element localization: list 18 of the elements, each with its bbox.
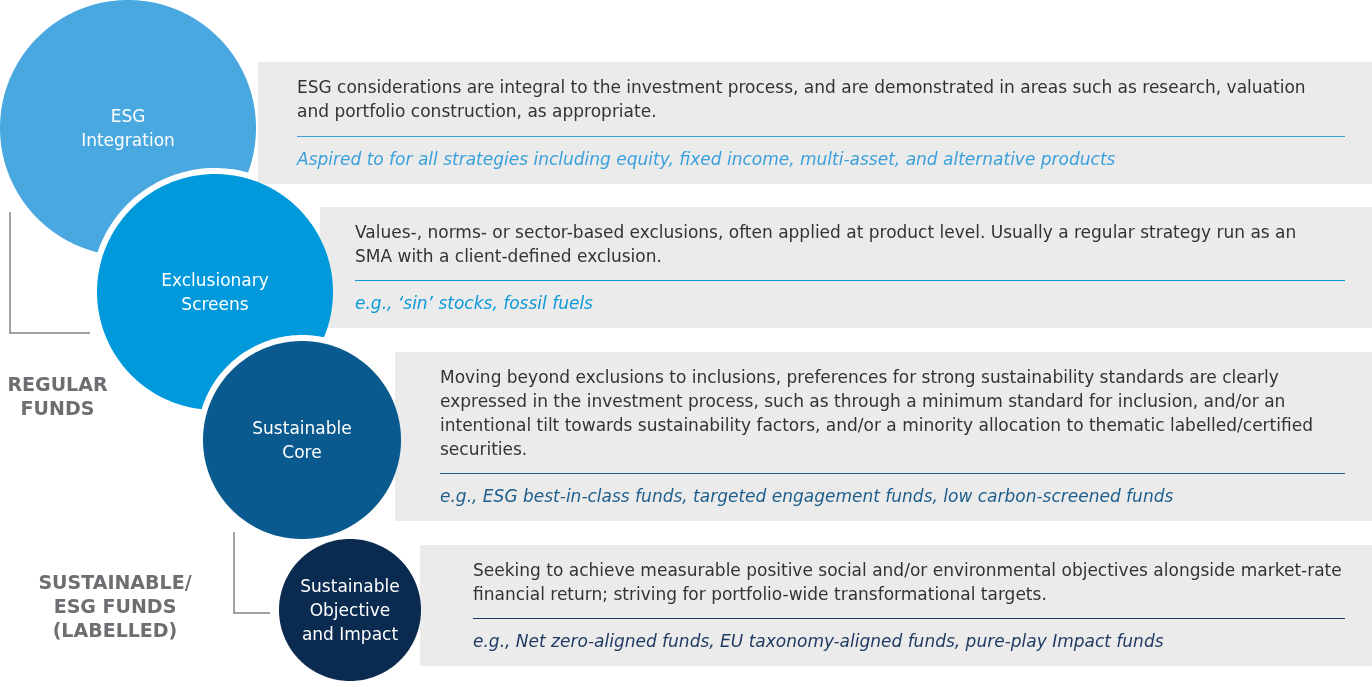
- example-text: e.g., ESG best-in-class funds, targeted engagement funds, low carbon-screened funds: [440, 485, 1174, 508]
- example-text: e.g., Net zero-aligned funds, EU taxonomy-aligned funds, pure-play Impact funds: [473, 630, 1164, 653]
- category-title: Sustainable Objective and Impact: [299, 575, 401, 646]
- category-title: Exclusionary Screens: [160, 269, 270, 316]
- description-text: ESG considerations are integral to the investment process, and are demonstrated in areas such as research, valuation and portfolio construction, as appropriate.: [297, 76, 1307, 123]
- example-text: Aspired to for all strategies including equity, fixed income, multi-asset, and alternative products: [297, 148, 1116, 171]
- group-label: REGULAR FUNDS: [6, 372, 109, 420]
- category-title: ESG Integration: [80, 105, 176, 152]
- description-text: Moving beyond exclusions to inclusions, preferences for strong sustainability standards are clearly expressed in the investment process, such as through a minimum standard for inclusion, and/or an intentional tilt towards sustainability factors, and/or a minority allocation to thematic labelled/certified securities.: [440, 366, 1314, 461]
- group-label: SUSTAINABLE/ ESG FUNDS (LABELLED): [37, 570, 193, 642]
- category-title: Sustainable Core: [251, 417, 353, 464]
- description-band: [420, 545, 1372, 666]
- description-text: Values-, norms- or sector-based exclusions, often applied at product level. Usually a regular strategy run as an SMA with a client-defined exclusion.: [355, 221, 1298, 268]
- description-text: Seeking to achieve measurable positive social and/or environmental objectives alongside market-rate financial return; striving for portfolio-wide transformational targets.: [473, 559, 1343, 606]
- description-band: [320, 207, 1372, 328]
- description-band: [258, 62, 1372, 184]
- example-text: e.g., ‘sin’ stocks, fossil fuels: [355, 292, 593, 315]
- description-band: [395, 352, 1372, 521]
